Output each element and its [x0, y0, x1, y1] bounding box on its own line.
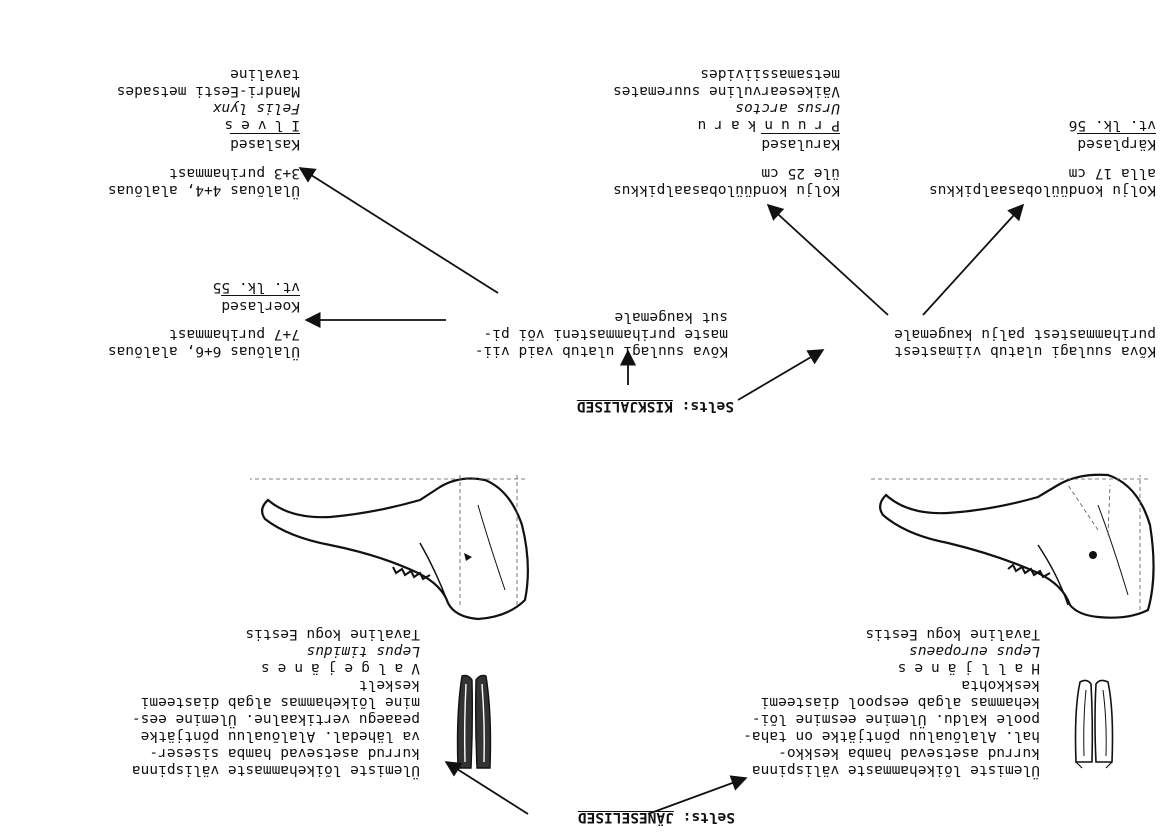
arrow-icon [444, 761, 529, 815]
mandible-drawing [250, 475, 529, 621]
incisor-drawing [1074, 679, 1114, 769]
arrow-icon [298, 167, 499, 294]
arrow-icon [647, 775, 748, 815]
arrow-icon [766, 203, 889, 316]
arrow-icon [737, 349, 825, 401]
incisor-drawing [456, 674, 492, 769]
mandible-drawing [868, 473, 1155, 619]
arrow-icon [922, 203, 1025, 316]
